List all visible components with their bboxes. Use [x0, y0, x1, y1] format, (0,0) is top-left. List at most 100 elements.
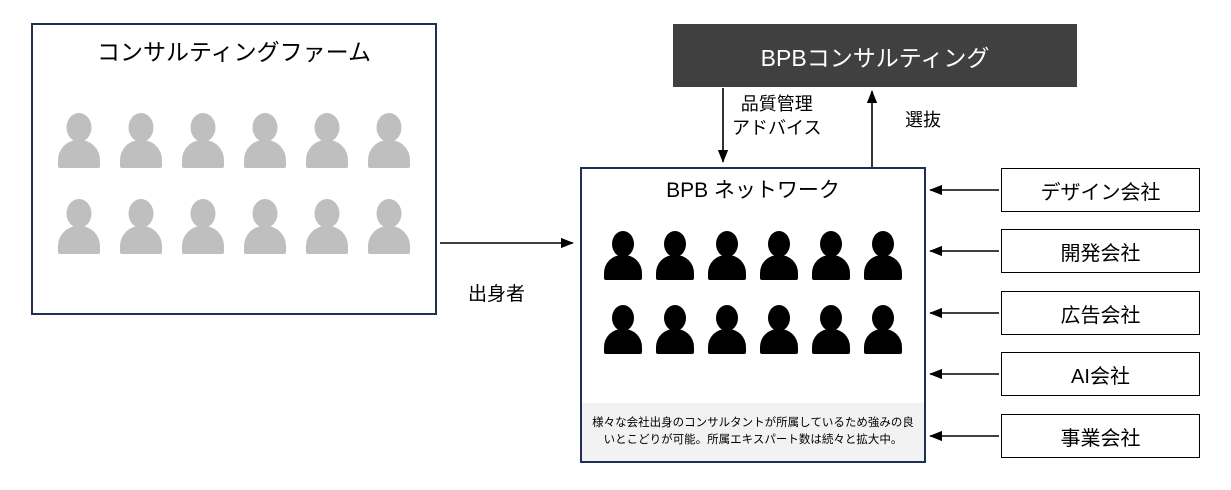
bpb-network-people-grid — [582, 231, 924, 379]
person-icon — [864, 305, 902, 357]
person-icon — [604, 305, 642, 357]
company-label: AI会社 — [1071, 365, 1130, 388]
person-body — [368, 226, 410, 254]
person-head — [716, 305, 738, 331]
bpb-network-box: BPB ネットワーク 様々な会社出身のコンサルタントが所属しているため強みの良い… — [580, 167, 926, 463]
person-icon — [58, 113, 100, 171]
person-icon — [864, 231, 902, 283]
person-head — [664, 305, 686, 331]
person-icon — [306, 199, 348, 257]
edge-label-quality-advice: 品質管理 アドバイス — [732, 92, 821, 140]
quality-line-1: 品質管理 — [740, 94, 813, 114]
person-row — [582, 305, 924, 357]
person-icon — [760, 305, 798, 357]
company-label: 開発会社 — [1060, 242, 1141, 265]
person-head — [768, 305, 790, 331]
person-body — [244, 226, 286, 254]
person-head — [612, 305, 634, 331]
person-body — [656, 329, 694, 354]
person-head — [716, 231, 738, 257]
person-icon — [244, 199, 286, 257]
person-icon — [760, 231, 798, 283]
person-head — [872, 305, 894, 331]
person-icon — [708, 305, 746, 357]
consulting-firm-people-grid — [33, 113, 435, 285]
person-icon — [368, 199, 410, 257]
person-body — [812, 329, 850, 354]
person-icon — [58, 199, 100, 257]
consulting-firm-title: コンサルティングファーム — [97, 39, 371, 65]
person-head — [252, 113, 278, 142]
bpb-network-caption: 様々な会社出身のコンサルタントが所属しているため強みの良いとこどりが可能。所属エ… — [582, 403, 924, 461]
person-icon — [656, 305, 694, 357]
person-body — [306, 140, 348, 168]
person-body — [182, 140, 224, 168]
person-head — [128, 113, 154, 142]
company-label: デザイン会社 — [1040, 181, 1161, 204]
person-row — [33, 199, 435, 257]
person-body — [864, 329, 902, 354]
company-box-business: 事業会社 — [1001, 414, 1200, 458]
caption-line-2: いとこどりが可能。所属エキスパート数は続々と拡大中。 — [603, 434, 903, 446]
person-head — [190, 199, 216, 228]
person-head — [376, 199, 402, 228]
company-box-design: デザイン会社 — [1001, 168, 1200, 212]
bpb-network-caption-text: 様々な会社出身のコンサルタントが所属しているため強みの良いとこどりが可能。所属エ… — [592, 415, 914, 449]
person-body — [58, 140, 100, 168]
person-head — [820, 305, 842, 331]
person-body — [760, 255, 798, 280]
person-head — [66, 113, 92, 142]
quality-line-2: アドバイス — [732, 118, 822, 138]
person-body — [604, 329, 642, 354]
person-body — [864, 255, 902, 280]
person-icon — [812, 231, 850, 283]
company-box-development: 開発会社 — [1001, 229, 1200, 273]
person-head — [768, 231, 790, 257]
person-body — [182, 226, 224, 254]
person-body — [368, 140, 410, 168]
company-box-advertising: 広告会社 — [1001, 291, 1200, 335]
person-icon — [182, 113, 224, 171]
person-body — [306, 226, 348, 254]
person-icon — [812, 305, 850, 357]
person-icon — [604, 231, 642, 283]
person-head — [314, 199, 340, 228]
person-head — [252, 199, 278, 228]
person-body — [708, 255, 746, 280]
caption-line-1: 様々な会社出身のコンサルタントが所属しているため強みの良 — [592, 417, 914, 429]
person-icon — [306, 113, 348, 171]
person-icon — [656, 231, 694, 283]
consulting-firm-box: コンサルティングファーム — [31, 23, 437, 315]
edge-label-selection: 選抜 — [905, 110, 941, 130]
person-head — [612, 231, 634, 257]
person-icon — [120, 113, 162, 171]
edge-label-origin: 出身者 — [468, 284, 526, 305]
person-row — [33, 113, 435, 171]
person-body — [244, 140, 286, 168]
person-body — [58, 226, 100, 254]
person-body — [708, 329, 746, 354]
person-icon — [244, 113, 286, 171]
bpb-network-title: BPB ネットワーク — [666, 179, 840, 202]
person-head — [872, 231, 894, 257]
person-head — [190, 113, 216, 142]
company-label: 広告会社 — [1060, 304, 1141, 327]
company-label: 事業会社 — [1060, 427, 1141, 450]
person-body — [120, 140, 162, 168]
person-head — [820, 231, 842, 257]
person-head — [664, 231, 686, 257]
person-body — [760, 329, 798, 354]
person-icon — [120, 199, 162, 257]
person-head — [376, 113, 402, 142]
person-icon — [708, 231, 746, 283]
person-body — [604, 255, 642, 280]
person-body — [120, 226, 162, 254]
bpb-consulting-box: BPBコンサルティング — [673, 24, 1077, 87]
person-body — [656, 255, 694, 280]
person-head — [66, 199, 92, 228]
person-row — [582, 231, 924, 283]
person-icon — [368, 113, 410, 171]
person-head — [128, 199, 154, 228]
person-body — [812, 255, 850, 280]
